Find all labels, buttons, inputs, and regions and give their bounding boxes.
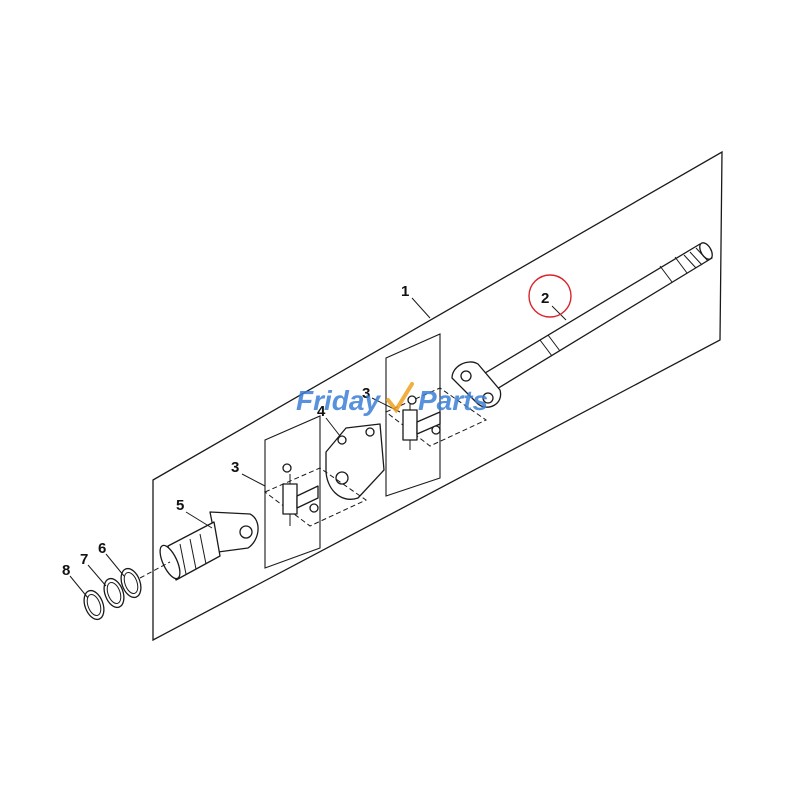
leader-8	[69, 575, 89, 599]
cross-box-left	[264, 415, 368, 569]
leader-6	[105, 553, 125, 577]
cross-box-right	[385, 333, 488, 497]
shaft-yoke	[451, 361, 502, 408]
stub-shaft	[159, 511, 259, 581]
callout-3b: 3	[362, 385, 370, 402]
leader-7	[87, 564, 107, 587]
watermark-text-left: Friday	[296, 385, 381, 416]
callout-4: 4	[317, 403, 326, 420]
axle-shaft	[469, 242, 713, 399]
center-axis-line	[139, 561, 171, 579]
leader-3a	[241, 473, 266, 487]
assembly-outline-box	[152, 150, 723, 642]
center-yoke	[325, 423, 385, 500]
callout-8: 8	[62, 562, 70, 579]
callout-3a: 3	[231, 459, 239, 476]
leader-4	[325, 417, 341, 437]
watermark-logo: Friday Parts	[296, 382, 488, 416]
callout-1: 1	[401, 283, 409, 300]
callout-6: 6	[98, 540, 106, 557]
watermark-check-icon	[386, 382, 414, 414]
leader-5	[185, 511, 213, 529]
watermark-text-right: Parts	[418, 385, 488, 416]
callout-7: 7	[80, 551, 88, 568]
highlight-circle	[528, 274, 572, 318]
callout-5: 5	[176, 497, 184, 514]
leader-1	[411, 297, 431, 319]
callout-2: 2	[541, 290, 549, 307]
retaining-rings	[83, 567, 142, 621]
leader-2	[551, 305, 567, 321]
